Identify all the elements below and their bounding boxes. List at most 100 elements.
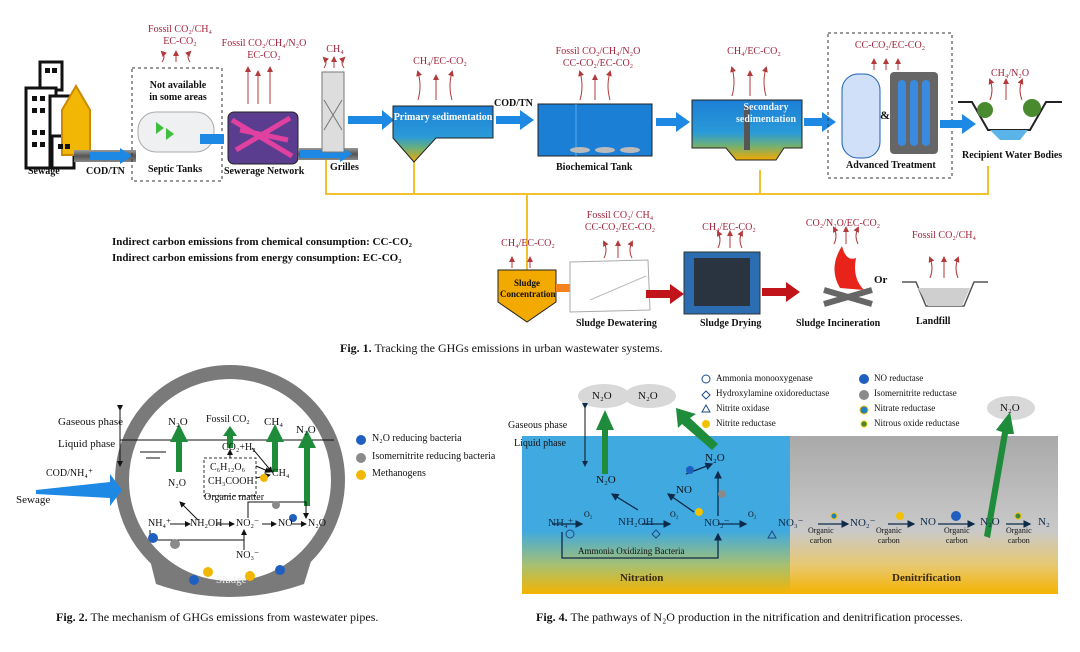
label-line: Secondary <box>743 102 789 113</box>
emission-drying: CH₄/EC-CO₂ <box>702 222 756 233</box>
fig4-n2o-mid: N₂O <box>596 474 616 486</box>
methanogens-icon <box>356 470 366 480</box>
fig4-no2: NO₂⁻ <box>704 517 730 529</box>
sludge-label-dewatering: Sludge Dewatering <box>576 318 657 329</box>
caption-number: Fig. 2. <box>56 610 88 624</box>
emission-text: Fossil CO₂/CH₄ <box>148 24 212 35</box>
emission-text: CC-CO₂/EC-CO₂ <box>562 58 634 69</box>
legend-isomernitrite-bacteria: Isomernitrite reducing bacteria <box>372 451 496 462</box>
septic-note: Not available in some areas <box>142 80 214 104</box>
emission-advanced: CC-CO₂/EC-CO₂ <box>854 40 926 51</box>
emission-text: CC-CO₂/EC-CO₂ <box>584 222 656 233</box>
nitrite-oxidase-marker <box>767 529 777 539</box>
grilles-icon <box>321 71 345 153</box>
note-energy: Indirect carbon emissions from energy co… <box>112 252 402 264</box>
stage-label-septic-tanks: Septic Tanks <box>148 164 203 175</box>
fig4-n2o-bubble-a: N₂O <box>592 390 612 402</box>
organic-text: Organic <box>876 526 902 535</box>
stage-label-grilles: Grilles <box>330 162 359 173</box>
sludge-label-landfill: Landfill <box>916 316 951 327</box>
no-reductase-marker <box>686 466 694 474</box>
caption-text: Tracking the GHGs emissions in urban was… <box>371 341 663 355</box>
stage-label-sewerage-network: Sewerage Network <box>224 166 305 177</box>
legend-hydroxylamine-oxidoreductase: Hydroxylamine oxidoreductase <box>716 388 830 398</box>
nitrous-oxide-reductase-marker <box>1014 512 1022 520</box>
carbon-text: carbon <box>809 536 832 545</box>
stage-label-sewage: Sewage <box>28 166 60 177</box>
fig4-graphics <box>522 374 1058 594</box>
fig2-co2-h2: CO₂+H₂ <box>222 442 256 453</box>
emission-recipient: CH₄/N₂O <box>990 68 1030 79</box>
fig4-den-no2: NO₂⁻ <box>850 517 876 529</box>
fig2-graphics <box>36 365 366 597</box>
fig4-den-n2o: N₂O <box>980 516 1000 528</box>
legend-nitrite-reductase: Nitrite reductase <box>716 418 776 428</box>
flow-label-cod-tn-2: COD/TN <box>494 98 533 109</box>
fig4-o2-label: O₂ <box>748 510 757 519</box>
organic-text: Organic <box>944 526 970 535</box>
ampersand: & <box>880 108 890 122</box>
fig2-ch4-product: CH₄ <box>272 468 290 479</box>
carbon-text: carbon <box>945 536 968 545</box>
indirect-emissions-notes: Indirect carbon emissions from chemical … <box>112 234 412 266</box>
sludge-dewatering-icon <box>569 259 651 313</box>
label-line: sedimentation <box>736 114 796 125</box>
emission-incineration: CO₂/N₂O/EC-CO₂ <box>805 218 881 229</box>
nitration-zone <box>522 436 790 594</box>
emission-dewatering: Fossil CO₂/ CH₄ CC-CO₂/EC-CO₂ <box>580 210 660 234</box>
fig4-nh2oh: NH₂OH <box>618 516 654 528</box>
emission-text: Fossil CO₂/CH₄/N₂O <box>221 38 307 49</box>
emission-text: Fossil CO₂/ CH₄ <box>586 210 654 221</box>
carbon-text: carbon <box>877 536 900 545</box>
sludge-label-concentration: Sludge Concentration <box>500 278 556 300</box>
stage-label-advanced-treatment: Advanced Treatment <box>846 160 936 171</box>
nitrate-reductase-marker <box>830 512 838 520</box>
fig2-acetate: CH₃COOH <box>208 476 254 487</box>
emission-text: EC-CO₂ <box>163 36 197 47</box>
legend-ammonia-monooxygenase: Ammonia monooxygenase <box>716 373 813 383</box>
fig4-den-no: NO <box>920 516 936 528</box>
caption-text: The mechanism of GHGs emissions from was… <box>87 610 379 624</box>
note-chemical: Indirect carbon emissions from chemical … <box>112 236 412 248</box>
fig2-n2o-end: N₂O <box>308 518 326 529</box>
emission-biochem: Fossil CO₂/CH₄/N₂O CC-CO₂/EC-CO₂ <box>548 46 648 70</box>
sludge-label-incineration: Sludge Incineration <box>796 318 881 329</box>
caption-text: The pathways of N₂O production in the ni… <box>567 610 963 624</box>
carbon-text: carbon <box>1007 536 1030 545</box>
legend-methanogens: Methanogens <box>372 468 426 479</box>
fig2-no: NO <box>278 518 293 529</box>
fig4-n2o-bubble-c: N₂O <box>1000 402 1020 414</box>
fig2-gas-n2o-left: N₂O <box>168 416 188 428</box>
fig4-liquid-phase: Liquid phase <box>514 438 566 449</box>
legend-nitrite-oxidase: Nitrite oxidase <box>716 403 770 413</box>
fig2-nh4: NH₄⁺ <box>148 518 172 529</box>
fig4-nh4: NH₄⁺ <box>548 517 574 529</box>
sludge-layer <box>150 558 312 597</box>
stage-label-secondary-sedimentation: Secondary sedimentation <box>726 102 806 126</box>
emission-secondary: CH₄/EC-CO₂ <box>727 46 781 57</box>
advanced-treatment-box <box>827 32 953 179</box>
fig4-nitration-label: Nitration <box>620 572 664 584</box>
emission-septic: Fossil CO₂/CH₄ EC-CO₂ <box>140 24 220 48</box>
primary-sedimentation-tank-icon <box>392 105 494 163</box>
fig4-no3: NO₃⁻ <box>778 517 804 529</box>
fig2-gas-ch4: CH₄ <box>264 416 284 428</box>
sludge-label-drying: Sludge Drying <box>700 318 762 329</box>
caption-number: Fig. 1. <box>340 341 372 355</box>
legend-nitrate-reductase: Nitrate reductase <box>874 403 936 413</box>
flow-label-cod-tn: COD/TN <box>86 166 125 177</box>
fig4-gaseous-phase: Gaseous phase <box>508 420 568 431</box>
isomernitrite-reductase-marker <box>718 490 726 498</box>
fig2-liquid-phase: Liquid phase <box>58 438 116 450</box>
septic-note-line: Not available <box>149 80 207 91</box>
stage-label-primary-sedimentation: Primary sedimentation <box>393 112 493 123</box>
sewage-inflow-arrow <box>36 474 122 506</box>
fig4-n2o-bubble-b: N₂O <box>638 390 658 402</box>
fig4-aob-label: Ammonia Oxidizing Bacteria <box>578 546 685 556</box>
fig2-organic-matter: Organic matter <box>204 492 265 503</box>
septic-note-line: in some areas <box>149 92 207 103</box>
septic-tank-icon <box>137 111 215 153</box>
fig2-glucose: C₆H₁₂O₆ <box>210 462 246 473</box>
ammonia-monooxygenase-marker <box>565 529 575 539</box>
